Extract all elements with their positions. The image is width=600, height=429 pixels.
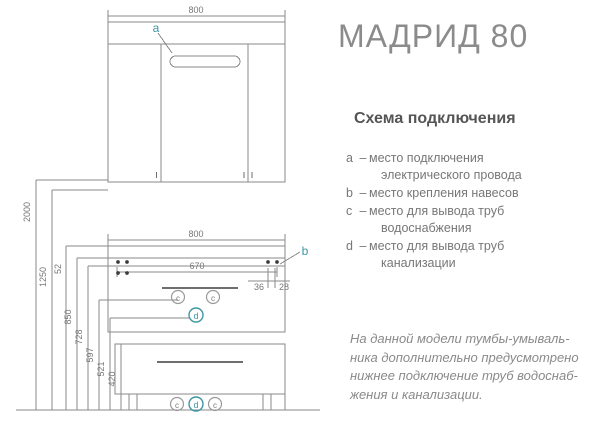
legend-list: a – место подключения электрического про… — [346, 150, 596, 273]
drawer-unit-outline — [114, 343, 286, 395]
dimension-label-420: 420 — [107, 371, 117, 386]
marker-c-floor-left: c — [169, 396, 185, 412]
footnote-line-3: нижнее подключение труб водоснаб- — [350, 368, 578, 383]
pipe-markers: c c d c d — [169, 289, 223, 412]
info-panel: МАДРИД 80 Схема подключения a – место по… — [330, 0, 600, 429]
dimension-label-670: 670 — [189, 261, 204, 271]
dimension-label-52: 52 — [53, 264, 63, 274]
dimension-label-36: 36 — [254, 282, 264, 292]
dimension-label-2000: 2000 — [22, 202, 32, 222]
dimension-vanity-800 — [107, 234, 286, 246]
svg-text:d: d — [193, 400, 198, 410]
dimension-label-728: 728 — [74, 329, 84, 344]
legend-dash-c: – — [359, 204, 367, 218]
legend-text-d: место для вывода труб канализации — [369, 238, 596, 272]
footnote-line-4: жения и канализации. — [350, 386, 483, 402]
drawer-legs — [128, 394, 272, 410]
svg-text:c: c — [213, 401, 217, 410]
legend-key-c: c — [346, 204, 353, 218]
footnote: На данной модели тумбы-умываль- ника доп… — [350, 330, 598, 404]
legend-text-b-line1: место крепления навесов — [369, 186, 519, 200]
section-subtitle: Схема подключения — [354, 110, 516, 127]
legend-item-a: a – место подключения электрического про… — [346, 150, 596, 184]
svg-text:c: c — [211, 294, 215, 303]
light-fixture — [169, 55, 241, 68]
technical-drawing: 800 800 670 36 28 2000 1250 52 850 728 5… — [16, 5, 320, 412]
mounting-points-right — [266, 260, 279, 264]
marker-leader-lines — [99, 299, 190, 319]
legend-dash-b: – — [359, 186, 367, 200]
legend-key-a: a — [346, 151, 353, 165]
marker-c-mid-right: c — [205, 289, 221, 305]
cabinet-door-handles — [155, 172, 253, 178]
marker-d-mid: d — [188, 307, 204, 323]
legend-item-d: d – место для вывода труб канализации — [346, 238, 596, 272]
legend-text-c-line2: водоснабжения — [381, 221, 472, 235]
vanity-outline — [107, 245, 286, 333]
callout-a-leader — [157, 32, 173, 54]
marker-c-floor-right: c — [207, 396, 223, 412]
marker-d-floor: d — [188, 396, 204, 412]
svg-text:d: d — [193, 311, 198, 321]
page-title: МАДРИД 80 — [338, 18, 529, 54]
legend-dash-a: – — [359, 151, 367, 165]
legend-text-d-line2: канализации — [381, 256, 456, 270]
legend-text-a-line1: место подключения — [369, 151, 484, 165]
svg-text:c: c — [176, 294, 180, 303]
svg-text:c: c — [175, 401, 179, 410]
legend-key-b: b — [346, 186, 353, 200]
marker-c-mid-left: c — [170, 289, 186, 305]
legend-item-b: b – место крепления навесов — [346, 185, 596, 202]
dimension-label-1250: 1250 — [38, 267, 48, 287]
dimension-label-800-top: 800 — [188, 5, 203, 15]
legend-key-d: d — [346, 239, 353, 253]
dimension-label-521: 521 — [96, 361, 106, 376]
dimension-label-850: 850 — [63, 309, 73, 324]
vertical-extension-lines — [35, 179, 286, 410]
callout-label-b: b — [302, 244, 309, 258]
callout-b-leader — [279, 251, 301, 265]
legend-text-c: место для вывода труб водоснабжения — [369, 203, 596, 237]
footnote-line-1: На данной модели тумбы-умываль- — [350, 331, 570, 346]
legend-text-d-line1: место для вывода труб — [369, 239, 505, 253]
footnote-line-2: ника дополнительно предусмотрено — [350, 349, 579, 365]
legend-text-b: место крепления навесов — [369, 185, 596, 202]
callout-label-a: a — [153, 21, 160, 35]
legend-text-c-line1: место для вывода труб — [369, 204, 505, 218]
mounting-points-left — [116, 260, 129, 275]
legend-text-a: место подключения электрического провода — [369, 150, 596, 184]
dimension-top-800 — [107, 10, 286, 22]
legend-item-c: c – место для вывода труб водоснабжения — [346, 203, 596, 237]
legend-text-a-line2: электрического провода — [381, 168, 522, 182]
legend-dash-d: – — [359, 239, 367, 253]
dimension-label-597: 597 — [85, 347, 95, 362]
dimension-label-800-vanity: 800 — [188, 229, 203, 239]
dimension-label-28: 28 — [279, 282, 289, 292]
mirror-cabinet-outline — [107, 21, 286, 183]
dimension-mount-small — [248, 268, 290, 288]
